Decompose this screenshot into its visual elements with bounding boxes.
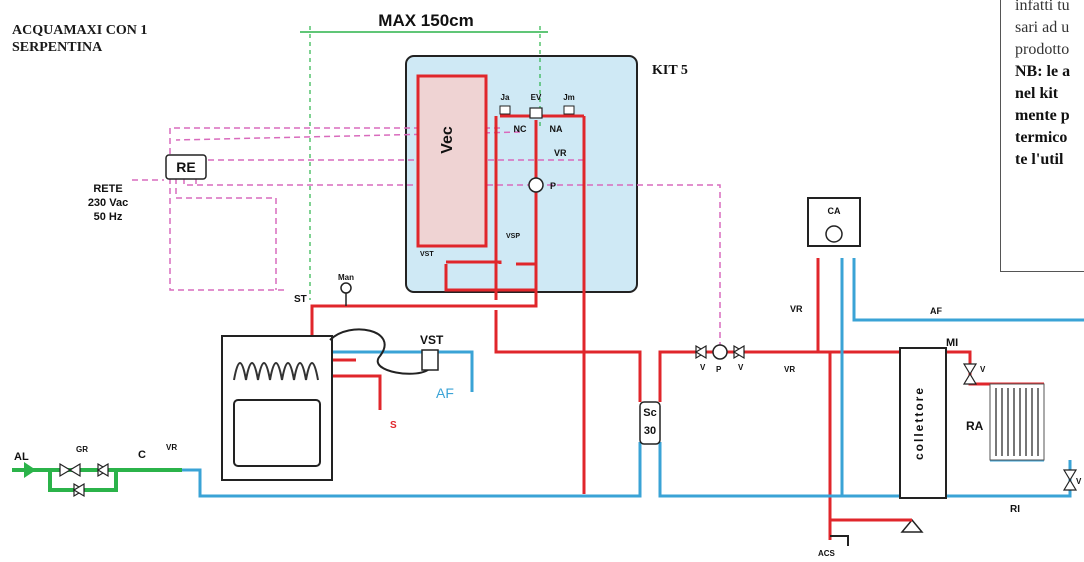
sc30-label: 30: [644, 425, 656, 437]
ca-vr-label: VR: [790, 304, 803, 314]
radiator-icon: [989, 383, 1045, 461]
valve-v-label-3: V: [980, 365, 986, 374]
cold-water-piping: [180, 258, 1084, 498]
vec-tank: [416, 74, 488, 248]
note-box: infatti tu sari ad u prodotto NB: le a n…: [1000, 0, 1084, 272]
sensor-cable: [329, 328, 431, 375]
ja-label: Ja: [501, 93, 510, 102]
na-label: NA: [550, 124, 563, 134]
boiler-door: [233, 399, 321, 467]
title-line-2: SERPENTINA: [12, 40, 103, 55]
acs-label: ACS: [818, 549, 836, 558]
sc-label: Sc: [643, 407, 656, 419]
c-label: C: [138, 449, 146, 461]
valve-v-label-4: V: [1076, 477, 1082, 486]
ca-pump-icon: [825, 225, 843, 243]
collettore-label: collettore: [912, 386, 926, 460]
valve-icons: [59, 344, 1078, 498]
kit-vr-label: VR: [554, 148, 567, 158]
gr-label: GR: [76, 445, 88, 454]
hot-water-piping: [310, 114, 1044, 540]
circuit-vr-label: VR: [784, 365, 795, 374]
ev-valve: [529, 107, 543, 119]
circuit-pump-icon: [712, 344, 728, 360]
af-right-label: AF: [930, 306, 942, 316]
ra-label: RA: [966, 419, 984, 433]
supply-arrow-icon: [24, 462, 36, 478]
valve-v-label: V: [700, 363, 706, 372]
rete-frequency: 50 Hz: [94, 211, 123, 223]
coil-icon: [233, 362, 319, 381]
acs-tap-icon: [830, 535, 849, 546]
vsp-label: VSP: [506, 233, 520, 240]
vr-supply-label: VR: [166, 443, 177, 452]
sc30-separator: [639, 401, 661, 445]
ca-label: CA: [828, 206, 841, 216]
re-label: RE: [176, 159, 195, 175]
mi-label: MI: [946, 337, 958, 349]
vst-label: VST: [420, 333, 444, 347]
nc-label: NC: [514, 124, 527, 134]
kit-vst-label: VST: [420, 251, 434, 258]
kit-pump-label: P: [550, 181, 556, 191]
ri-label: RI: [1010, 504, 1020, 515]
note-bold-line: mente p: [1015, 107, 1070, 124]
note-bold-line: NB: le a: [1015, 63, 1071, 80]
note-bold-line: te l'util: [1015, 151, 1064, 168]
note-line: sari ad u: [1015, 19, 1070, 36]
st-label: ST: [294, 294, 307, 305]
diagram-title: ACQUAMAXI CON 1 SERPENTINA: [12, 22, 147, 56]
manometer-icon: [340, 282, 352, 294]
vst-valve: [421, 349, 439, 371]
re-box: [165, 154, 207, 180]
kit-pump-icon: [528, 177, 544, 193]
man-label: Man: [338, 273, 354, 282]
note-bold-line: termico: [1015, 129, 1068, 146]
circuit-pump-label: P: [716, 365, 722, 374]
rete-voltage: 230 Vac: [88, 197, 128, 209]
al-label: AL: [14, 451, 29, 463]
jm-label: Jm: [563, 93, 575, 102]
collettore-manifold: [899, 347, 947, 499]
max-label: MAX 150cm: [378, 11, 473, 30]
note-line: prodotto: [1015, 41, 1070, 58]
ca-heater: [807, 197, 861, 247]
ev-label: EV: [531, 93, 542, 102]
valve-v-label-2: V: [738, 363, 744, 372]
supply-piping: [12, 468, 182, 492]
af-label: AF: [436, 385, 454, 401]
note-line: infatti tu: [1015, 0, 1070, 14]
ja-sensor: [499, 105, 511, 115]
jm-sensor: [563, 105, 575, 115]
title-line-1: ACQUAMAXI CON 1: [12, 23, 148, 38]
s-label: S: [390, 420, 397, 431]
kit-label: KIT 5: [652, 63, 688, 78]
note-bold-line: nel kit: [1015, 85, 1059, 102]
shower-icon: [900, 518, 924, 533]
rete-label: RETE: [93, 183, 122, 195]
vec-label: Vec: [439, 126, 456, 154]
